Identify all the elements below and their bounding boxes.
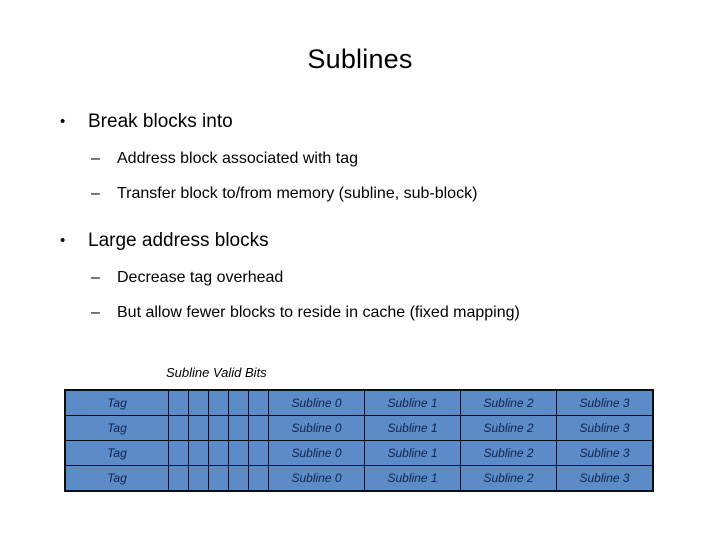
bullet-group-spacer bbox=[0, 218, 720, 229]
subline-cell: Subline 2 bbox=[460, 440, 557, 466]
valid-bit-cell bbox=[228, 465, 249, 492]
valid-bit-cell bbox=[168, 389, 189, 416]
subline-cell: Subline 2 bbox=[460, 389, 557, 416]
bullet-level1-1: • Large address blocks bbox=[0, 229, 720, 253]
valid-bit-cell bbox=[248, 415, 269, 441]
valid-bit-cell bbox=[208, 389, 229, 416]
subline-cell: Subline 1 bbox=[364, 440, 461, 466]
subline-cell: Subline 0 bbox=[268, 415, 365, 441]
subline-cell: Subline 1 bbox=[364, 389, 461, 416]
subline-cell: Subline 2 bbox=[460, 465, 557, 492]
valid-bit-cell bbox=[248, 440, 269, 466]
valid-bit-cell bbox=[208, 465, 229, 492]
subline-cell: Subline 3 bbox=[556, 389, 654, 416]
table-row: Tag Subline 0 Subline 1 Subline 2 Sublin… bbox=[64, 465, 654, 492]
valid-bit-cell bbox=[188, 389, 209, 416]
valid-bit-cell bbox=[208, 440, 229, 466]
bullet-level1-0-text: Break blocks into bbox=[88, 111, 233, 132]
bullet-level2-1-1-text: But allow fewer blocks to reside in cach… bbox=[117, 304, 520, 321]
subline-cell: Subline 3 bbox=[556, 440, 654, 466]
bullet-dash-icon: – bbox=[91, 150, 100, 167]
subline-cell: Subline 3 bbox=[556, 465, 654, 492]
table-row: Tag Subline 0 Subline 1 Subline 2 Sublin… bbox=[64, 415, 654, 441]
valid-bit-cell bbox=[168, 465, 189, 492]
valid-bit-cell bbox=[168, 415, 189, 441]
table-row: Tag Subline 0 Subline 1 Subline 2 Sublin… bbox=[64, 440, 654, 466]
bullet-level1-0: • Break blocks into bbox=[0, 110, 720, 134]
tag-cell: Tag bbox=[64, 440, 169, 466]
valid-bit-cell bbox=[248, 465, 269, 492]
valid-bit-cell bbox=[188, 415, 209, 441]
page-title: Sublines bbox=[307, 44, 413, 74]
bullet-list: • Break blocks into – Address block asso… bbox=[0, 110, 720, 337]
cache-line-table-body: Tag Subline 0 Subline 1 Subline 2 Sublin… bbox=[64, 389, 654, 492]
valid-bit-cell bbox=[228, 415, 249, 441]
bullet-level2-1-1: – But allow fewer blocks to reside in ca… bbox=[0, 302, 720, 324]
bullet-level2-1-0-text: Decrease tag overhead bbox=[117, 269, 284, 286]
valid-bit-cell bbox=[248, 389, 269, 416]
tag-cell: Tag bbox=[64, 465, 169, 492]
subline-cell: Subline 1 bbox=[364, 415, 461, 441]
bullet-level2-1-0: – Decrease tag overhead bbox=[0, 267, 720, 289]
valid-bit-cell bbox=[228, 389, 249, 416]
valid-bit-cell bbox=[168, 440, 189, 466]
valid-bit-cell bbox=[208, 415, 229, 441]
subline-cell: Subline 0 bbox=[268, 389, 365, 416]
tag-cell: Tag bbox=[64, 389, 169, 416]
bullet-level2-0-0: – Address block associated with tag bbox=[0, 148, 720, 170]
tag-cell: Tag bbox=[64, 415, 169, 441]
bullet-level1-1-text: Large address blocks bbox=[88, 230, 269, 251]
bullet-dash-icon: – bbox=[91, 185, 100, 202]
bullet-level2-0-1: – Transfer block to/from memory (subline… bbox=[0, 183, 720, 205]
bullet-level2-0-1-text: Transfer block to/from memory (subline, … bbox=[117, 185, 478, 202]
valid-bit-cell bbox=[188, 440, 209, 466]
subline-cell: Subline 2 bbox=[460, 415, 557, 441]
bullet-dash-icon: – bbox=[91, 304, 100, 321]
subline-valid-bits-caption: Subline Valid Bits bbox=[166, 365, 267, 380]
subline-cell: Subline 0 bbox=[268, 465, 365, 492]
bullet-dot-icon: • bbox=[60, 113, 66, 130]
subline-cell: Subline 3 bbox=[556, 415, 654, 441]
subline-cell: Subline 0 bbox=[268, 440, 365, 466]
bullet-level2-0-0-text: Address block associated with tag bbox=[117, 150, 359, 167]
valid-bit-cell bbox=[228, 440, 249, 466]
table-row: Tag Subline 0 Subline 1 Subline 2 Sublin… bbox=[64, 389, 654, 416]
bullet-dash-icon: – bbox=[91, 269, 100, 286]
bullet-dot-icon: • bbox=[60, 232, 66, 249]
valid-bit-cell bbox=[188, 465, 209, 492]
cache-line-table: Tag Subline 0 Subline 1 Subline 2 Sublin… bbox=[64, 389, 654, 492]
subline-cell: Subline 1 bbox=[364, 465, 461, 492]
